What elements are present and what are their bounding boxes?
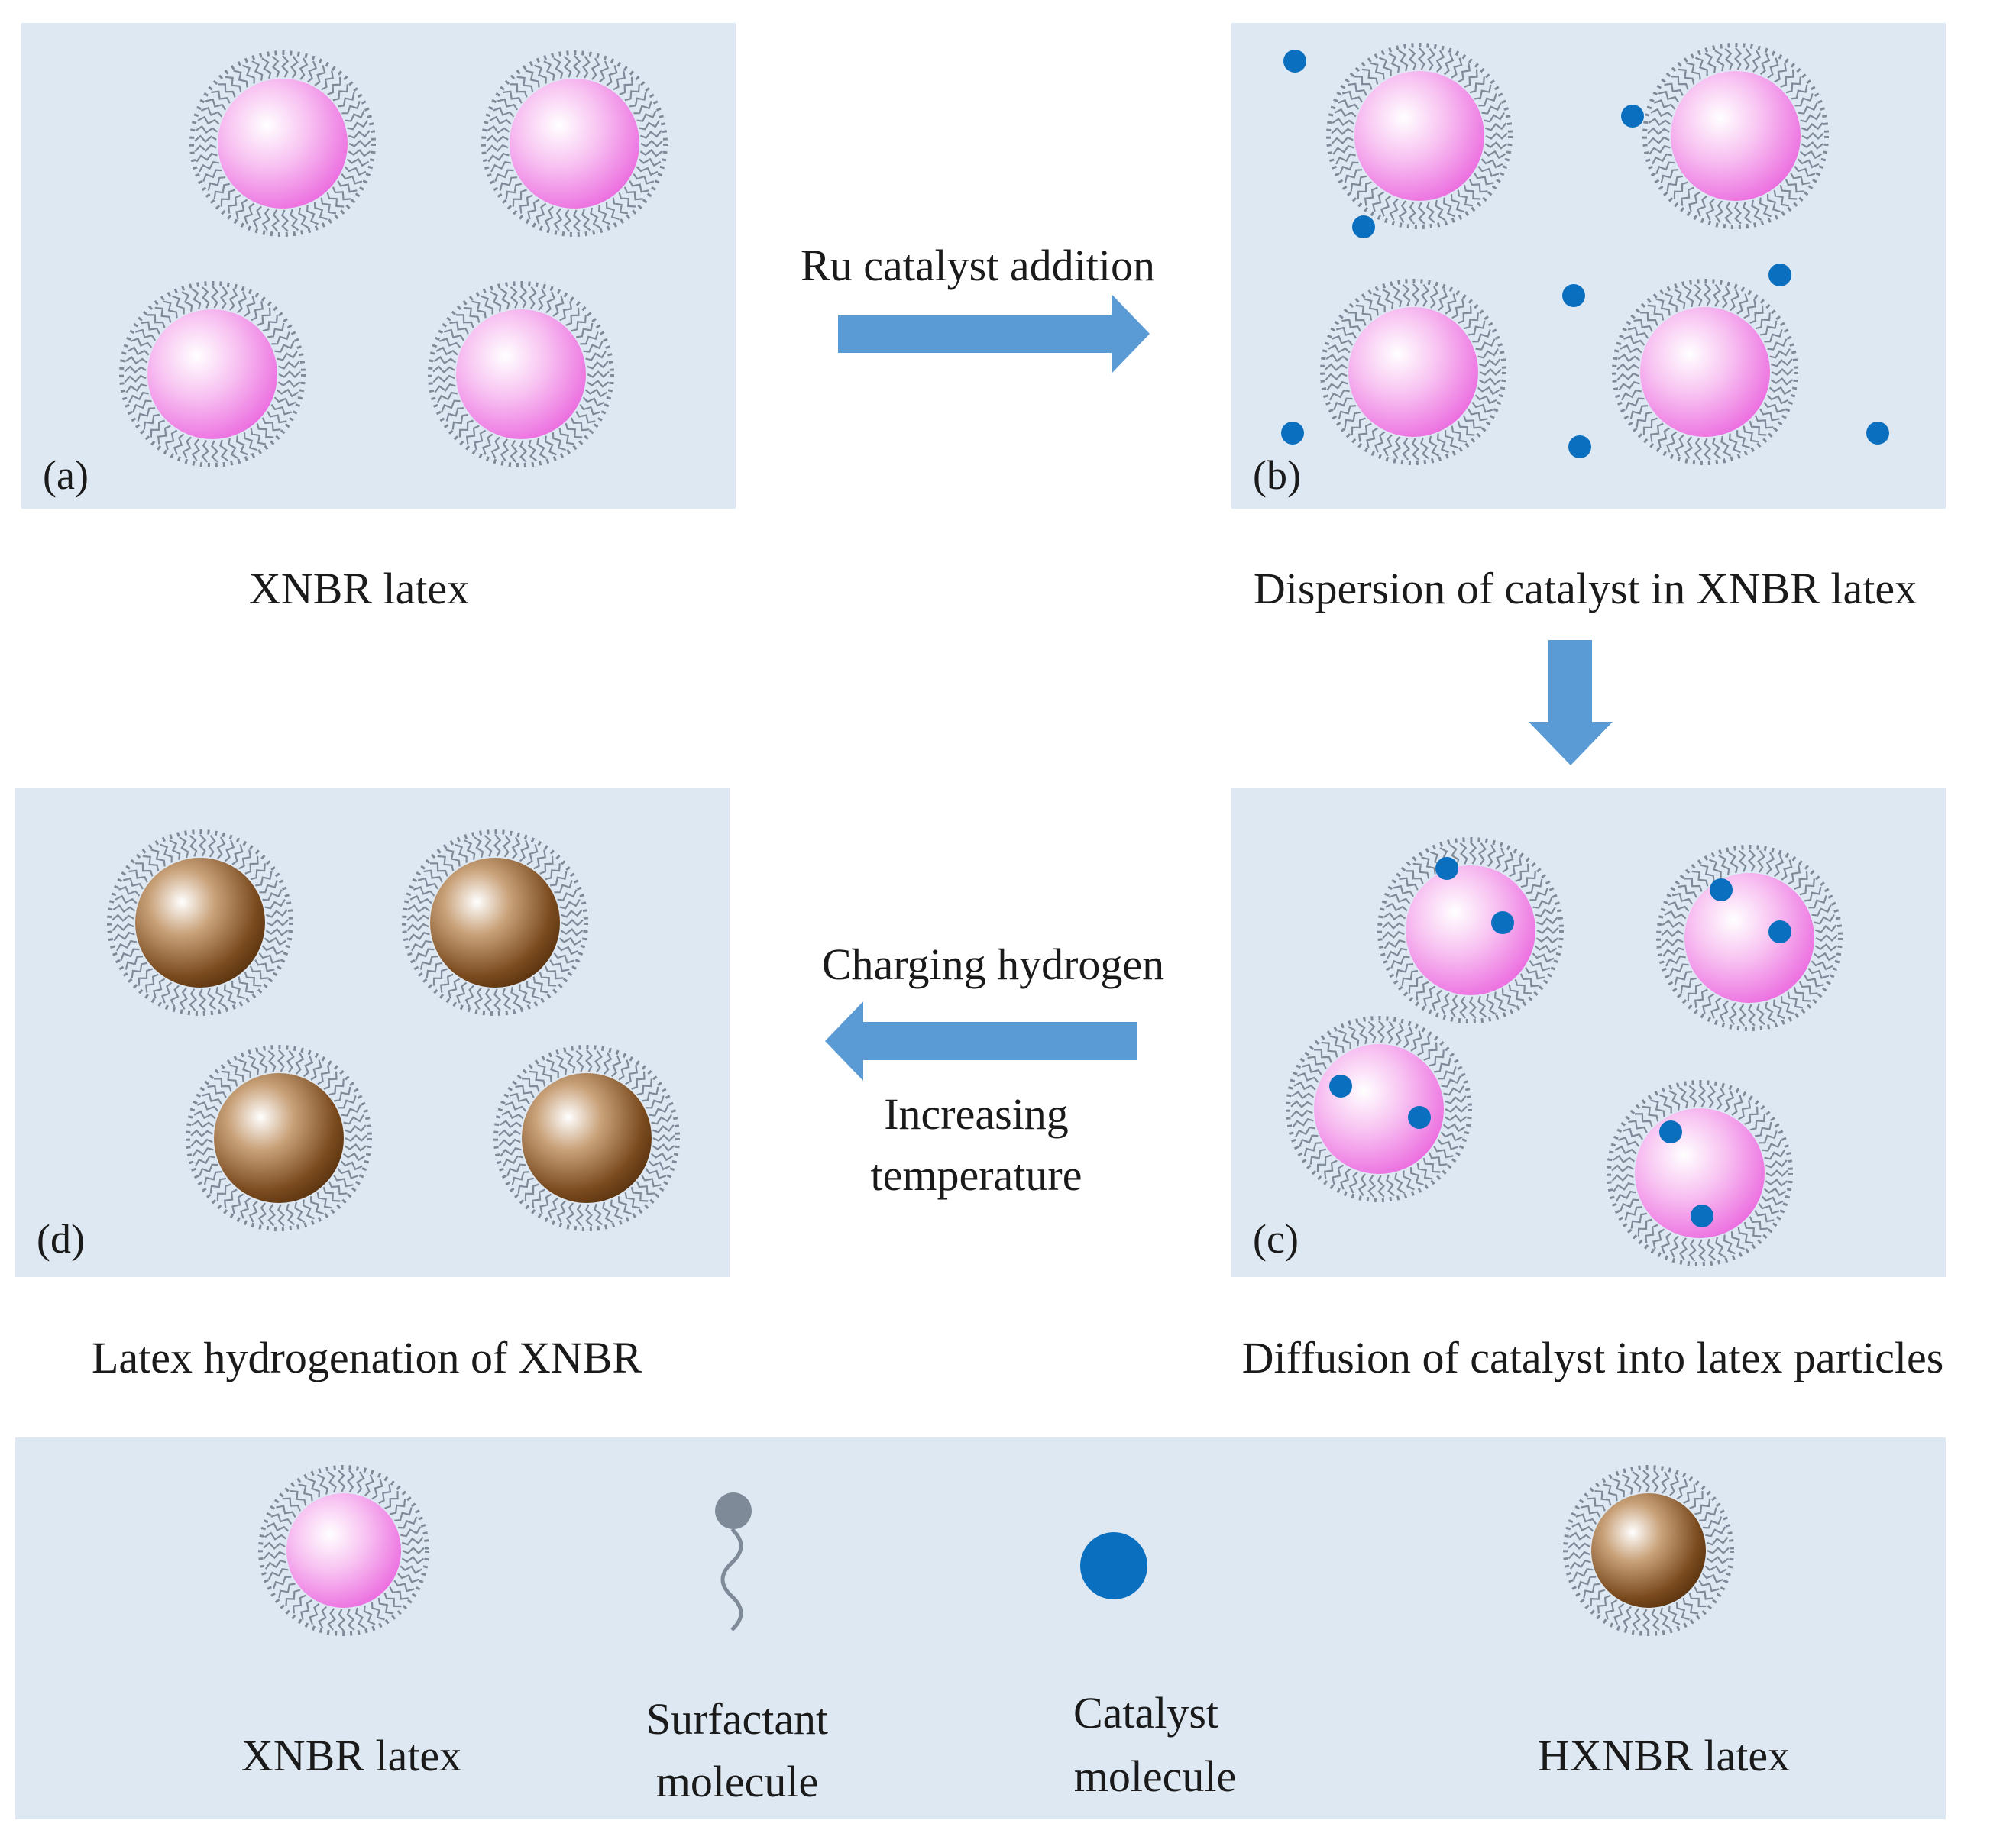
catalyst-dot-b-8 bbox=[1866, 422, 1889, 445]
hxnbr-particle-d-1 bbox=[107, 829, 293, 1016]
arrow-label-temperature: temperature bbox=[871, 1150, 1082, 1200]
panel-a-tag: (a) bbox=[43, 452, 89, 498]
xnbr-particle-c-1 bbox=[1377, 837, 1564, 1023]
catalyst-dot-b-7 bbox=[1568, 435, 1591, 458]
hxnbr-particle-d-4 bbox=[493, 1045, 680, 1231]
panel-c-background bbox=[1231, 788, 1946, 1277]
legend-label-catalyst: Catalyst bbox=[1073, 1688, 1218, 1738]
catalyst-dot-b-2 bbox=[1621, 105, 1644, 128]
arrow-label-charging-hydrogen: Charging hydrogen bbox=[822, 939, 1164, 989]
xnbr-particle-b-3 bbox=[1320, 279, 1506, 465]
legend-label-catalyst-molecule: molecule bbox=[1074, 1751, 1237, 1801]
catalyst-dot-b-5 bbox=[1562, 284, 1585, 307]
catalyst-dots bbox=[1281, 50, 1889, 1227]
legend-xnbr-particle-icon bbox=[258, 1465, 429, 1636]
catalyst-dot-b-4 bbox=[1768, 264, 1791, 286]
catalyst-dot-c-2 bbox=[1491, 911, 1514, 934]
catalyst-dot-c-6 bbox=[1408, 1106, 1431, 1129]
xnbr-particle-b-1 bbox=[1326, 43, 1513, 229]
catalyst-dot-c-7 bbox=[1659, 1120, 1682, 1143]
panel-b-tag: (b) bbox=[1253, 452, 1301, 498]
catalyst-dot-c-3 bbox=[1710, 878, 1733, 901]
xnbr-particle-a-1 bbox=[189, 50, 376, 237]
legend-label-surfactant: Surfactant bbox=[646, 1694, 828, 1744]
catalyst-molecule-icon bbox=[1080, 1532, 1147, 1599]
latex-particles bbox=[107, 43, 1843, 1636]
surfactant-molecule-icon bbox=[715, 1492, 752, 1631]
hxnbr-particle-d-2 bbox=[402, 829, 588, 1016]
xnbr-particle-b-4 bbox=[1612, 279, 1798, 465]
arrow-right-icon bbox=[838, 294, 1150, 373]
arrow-left-icon bbox=[825, 1001, 1137, 1081]
arrow-label-ru-catalyst: Ru catalyst addition bbox=[801, 241, 1155, 290]
arrow-down-icon bbox=[1529, 640, 1613, 765]
panel-b-background bbox=[1231, 23, 1946, 509]
catalyst-dot-b-3 bbox=[1352, 215, 1375, 238]
catalyst-dot-c-5 bbox=[1329, 1075, 1352, 1098]
xnbr-particle-a-4 bbox=[428, 281, 614, 467]
legend-label-hxnbr-latex: HXNBR latex bbox=[1538, 1731, 1790, 1780]
legend-label-surfactant-molecule: molecule bbox=[656, 1757, 819, 1806]
caption-diffusion: Diffusion of catalyst into latex particl… bbox=[1242, 1333, 1944, 1382]
panel-a-background bbox=[21, 23, 736, 509]
catalyst-dot-b-6 bbox=[1281, 422, 1304, 445]
xnbr-particle-a-2 bbox=[481, 50, 668, 237]
catalyst-dot-c-1 bbox=[1435, 857, 1458, 880]
catalyst-dot-c-8 bbox=[1691, 1205, 1713, 1227]
catalyst-dot-b-1 bbox=[1283, 50, 1306, 73]
arrow-label-increasing: Increasing bbox=[884, 1089, 1069, 1139]
caption-dispersion: Dispersion of catalyst in XNBR latex bbox=[1254, 564, 1917, 613]
xnbr-particle-a-3 bbox=[119, 281, 306, 467]
caption-latex-hydrogenation: Latex hydrogenation of XNBR bbox=[92, 1333, 642, 1382]
caption-xnbr-latex: XNBR latex bbox=[249, 564, 469, 613]
legend-label-xnbr-latex: XNBR latex bbox=[241, 1731, 461, 1780]
hxnbr-particle-d-3 bbox=[186, 1045, 372, 1231]
xnbr-particle-c-2 bbox=[1656, 845, 1843, 1031]
panel-c-tag: (c) bbox=[1253, 1216, 1299, 1262]
panel-d-tag: (d) bbox=[37, 1216, 85, 1262]
catalyst-dot-c-4 bbox=[1768, 920, 1791, 943]
xnbr-particle-b-2 bbox=[1642, 43, 1829, 229]
legend-hxnbr-particle-icon bbox=[1563, 1465, 1734, 1636]
